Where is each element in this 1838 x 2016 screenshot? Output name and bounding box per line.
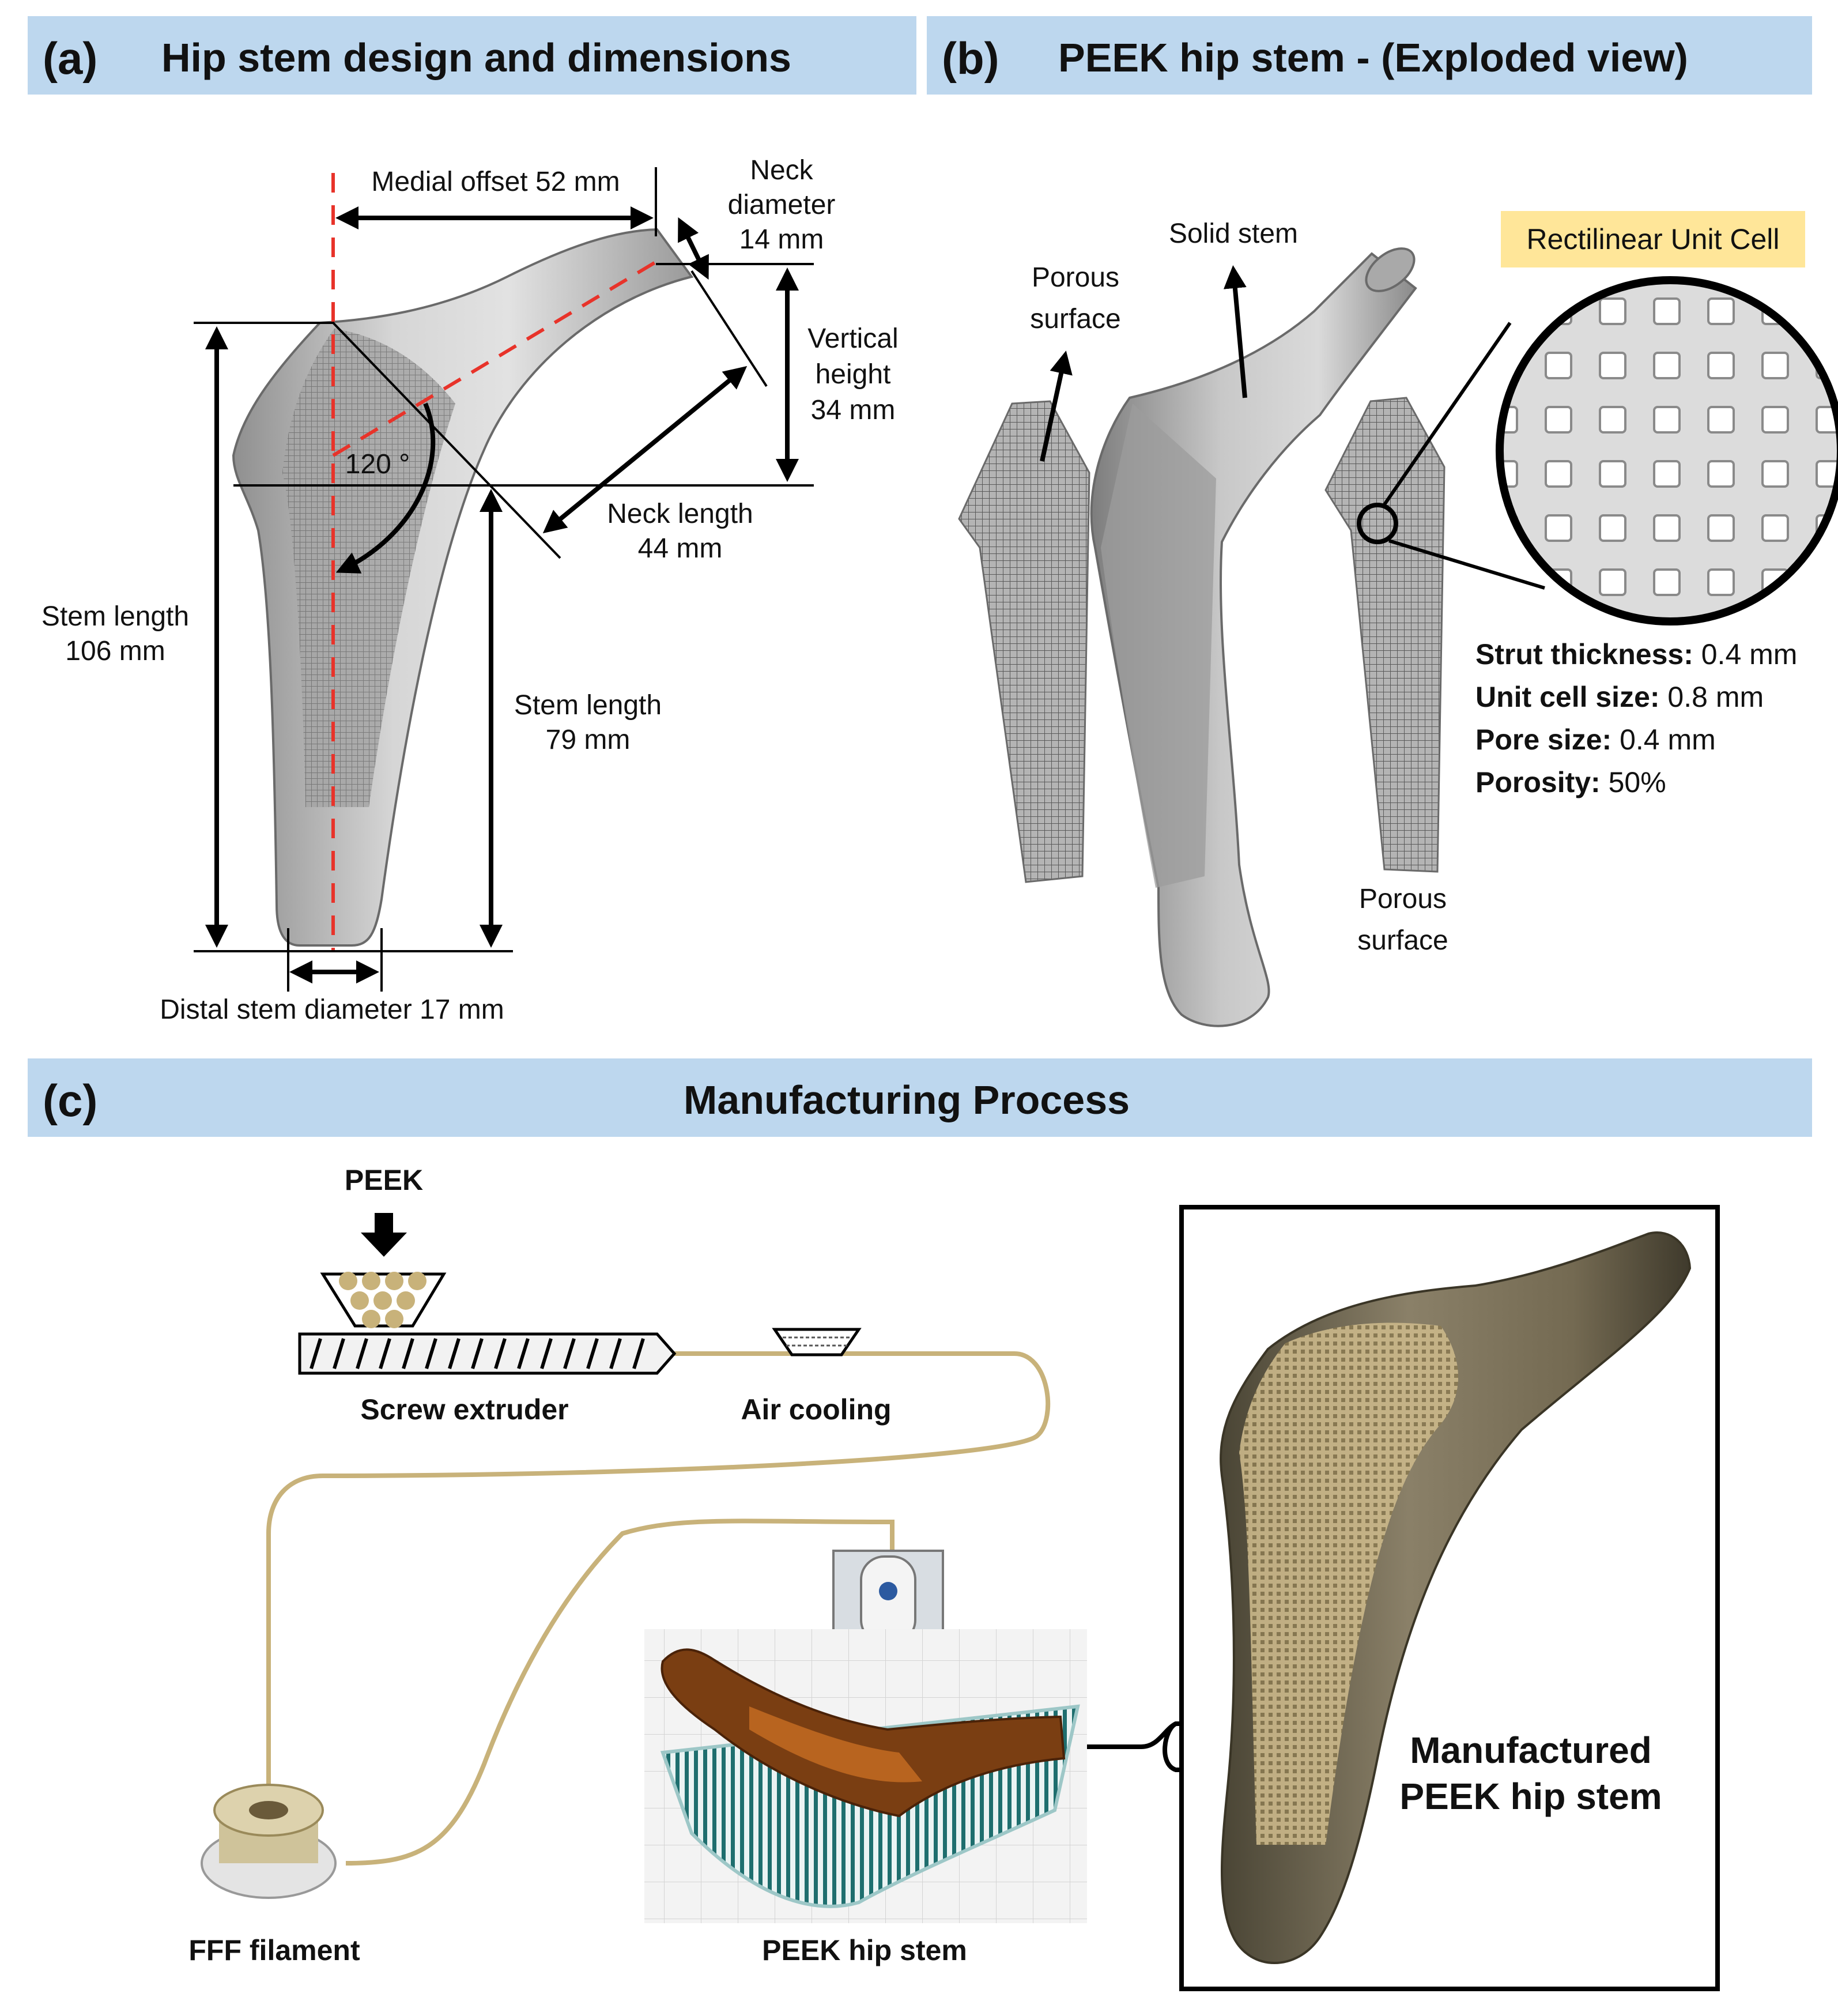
- panel-a-letter: (a): [43, 33, 98, 84]
- screw-extruder: [298, 1332, 677, 1375]
- stem-length-distal-label-2: 79 mm: [545, 725, 631, 755]
- vertical-height-label-1: Vertical: [807, 323, 899, 354]
- panel-b-letter: (b): [942, 33, 999, 84]
- panel-b-label-arrows: [1040, 265, 1247, 462]
- property-value: 0.4 mm: [1611, 724, 1716, 756]
- filament-spool: [201, 1784, 337, 1899]
- property-value: 0.8 mm: [1659, 681, 1764, 713]
- distal-diameter-label: Distal stem diameter 17 mm: [160, 994, 504, 1025]
- porous-left-label-2: surface: [1030, 304, 1121, 334]
- printed-stem-label: PEEK hip stem: [762, 1934, 967, 1966]
- stem-length-total-label-1: Stem length: [41, 601, 190, 632]
- unit-cell-tag: Rectilinear Unit Cell: [1501, 211, 1805, 267]
- peek-input-label: PEEK: [344, 1164, 424, 1196]
- panel-b-banner: (b) PEEK hip stem - (Exploded view): [927, 16, 1812, 95]
- panel-b-zoom-lines: [1382, 322, 1545, 590]
- neck-diameter-label-1: Neck: [750, 155, 813, 186]
- air-cooling-label: Air cooling: [741, 1393, 892, 1426]
- panel-b-porous-right: [1324, 397, 1446, 873]
- property-pore-size: Pore size: 0.4 mm: [1475, 718, 1716, 761]
- unit-cell-zoom: [1496, 276, 1838, 625]
- property-value: 50%: [1600, 766, 1666, 798]
- porous-right-label-1: Porous: [1358, 884, 1447, 914]
- panel-a-stem: [232, 228, 694, 947]
- medial-offset-label: Medial offset 52 mm: [371, 167, 620, 197]
- hopper: [320, 1213, 447, 1328]
- porous-right-label-2: surface: [1357, 925, 1448, 956]
- callout-frame: [1087, 1205, 1720, 1991]
- print-bed: [644, 1629, 1087, 1923]
- manufactured-stem-photo: [1220, 1231, 1692, 1964]
- angle-label: 120 °: [345, 449, 410, 480]
- filament-label: FFF filament: [188, 1934, 360, 1966]
- property-unit-cell-size: Unit cell size: 0.8 mm: [1475, 676, 1764, 718]
- vertical-height-label-2: height: [815, 359, 891, 390]
- vertical-height-label-3: 34 mm: [810, 395, 896, 425]
- property-key: Porosity:: [1475, 766, 1601, 798]
- panel-a-title: Hip stem design and dimensions: [161, 35, 791, 80]
- porous-left-label-1: Porous: [1031, 262, 1120, 293]
- panel-c-title: Manufacturing Process: [684, 1077, 1130, 1122]
- manufactured-label-1: Manufactured: [1410, 1729, 1652, 1771]
- property-key: Unit cell size:: [1475, 681, 1660, 713]
- manufactured-label-2: PEEK hip stem: [1399, 1776, 1662, 1817]
- panel-b-title: PEEK hip stem - (Exploded view): [1058, 35, 1688, 80]
- neck-diameter-label-2: diameter: [727, 190, 836, 220]
- solid-stem-label: Solid stem: [1168, 218, 1299, 249]
- filament-line: [266, 1351, 1051, 1866]
- panel-c-letter: (c): [43, 1075, 98, 1126]
- property-key: Pore size:: [1475, 724, 1612, 756]
- stem-length-total-label-2: 106 mm: [65, 636, 165, 666]
- screw-extruder-label: Screw extruder: [360, 1393, 569, 1426]
- panel-c-banner: (c) Manufacturing Process: [28, 1058, 1812, 1137]
- property-value: 0.4 mm: [1693, 638, 1798, 670]
- neck-diameter-label-3: 14 mm: [739, 224, 824, 255]
- panel-b-solid-stem: [1090, 247, 1417, 1027]
- neck-length-label-2: 44 mm: [637, 533, 723, 564]
- property-porosity: Porosity: 50%: [1475, 761, 1666, 804]
- air-cooling-bath: [772, 1328, 862, 1356]
- panel-a-banner: (a) Hip stem design and dimensions: [28, 16, 916, 95]
- property-key: Strut thickness:: [1475, 638, 1693, 670]
- property-strut-thickness: Strut thickness: 0.4 mm: [1475, 633, 1797, 676]
- stem-length-distal-label-1: Stem length: [514, 690, 662, 721]
- panel-b-porous-left: [958, 400, 1090, 883]
- neck-length-label-1: Neck length: [607, 499, 753, 529]
- panel-a-dimensions: [194, 167, 814, 992]
